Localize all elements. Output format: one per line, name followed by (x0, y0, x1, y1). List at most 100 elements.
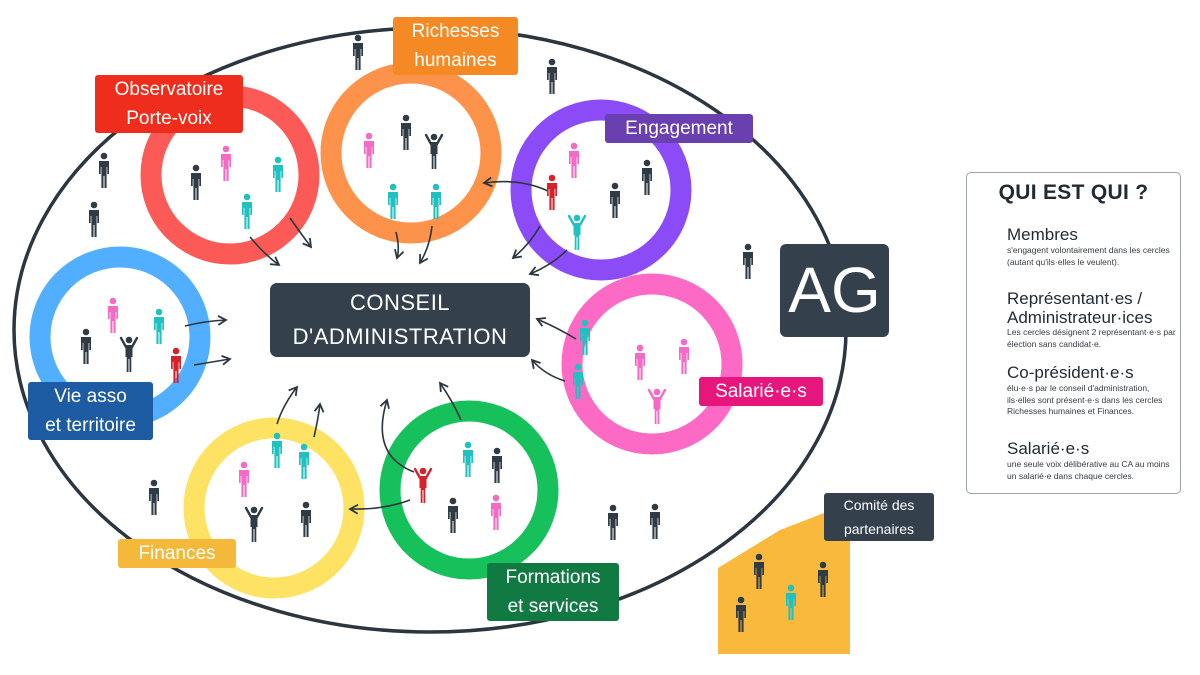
person-representant-icon (388, 183, 398, 219)
person-representant-icon (273, 156, 283, 192)
person-membre-icon (547, 58, 557, 94)
person-membre-icon (81, 328, 91, 364)
council-line1: CONSEIL (349, 290, 451, 315)
person-representant-icon (567, 214, 587, 250)
person-membre-icon (492, 447, 502, 483)
person-membre-icon (650, 503, 660, 539)
legend-membres-desc: s'engagent volontairement dans les cercl… (1007, 245, 1170, 267)
arrow (528, 249, 568, 277)
ring-engagement (510, 99, 692, 281)
arrow (289, 217, 313, 249)
arrow (379, 398, 415, 473)
person-representant-icon (573, 363, 583, 399)
label-formations: Formations et services (487, 563, 619, 621)
arrow (511, 225, 541, 260)
person-representant-icon (431, 183, 441, 219)
person-membre-icon (353, 34, 363, 70)
person-membre-icon (119, 336, 139, 372)
legend-representants-name-line1: Représentant·es / (1007, 289, 1143, 308)
label-vie-line2: et territoire (45, 415, 136, 436)
label-richesses: Richesses humaines (393, 17, 518, 75)
legend-representants-desc: Les cercles désignent 2 représentant·e·s… (1007, 327, 1176, 349)
label-comite-line2: partenaires (843, 521, 915, 537)
arrow (348, 499, 411, 515)
label-richesses-line2: humaines (414, 50, 497, 71)
label-observatoire: Observatoire Porte-voix (95, 75, 243, 133)
label-formations-line1: Formations (505, 567, 601, 588)
label-salaries: Salarié·e·s (699, 377, 823, 406)
arrow (193, 355, 232, 366)
label-engagement-line1: Engagement (625, 118, 733, 139)
label-observatoire-line1: Observatoire (114, 79, 224, 100)
legend-representants-name-line2: Administrateur·ices (1007, 308, 1153, 327)
legend-salaries-desc: une seule voix délibérative au CA au moi… (1007, 459, 1170, 481)
person-salarie-icon (221, 145, 231, 181)
person-membre-icon (99, 152, 109, 188)
council-line2: D'ADMINISTRATION (292, 324, 508, 349)
arrow (419, 225, 433, 265)
person-salarie-icon (239, 461, 249, 497)
legend-copresidents-name: Co-président·e·s (1007, 363, 1134, 382)
ring-formations (379, 400, 559, 580)
legend-representants-name: Représentant·es / Administrateur·ices (1007, 289, 1153, 327)
person-membre-icon (743, 243, 753, 279)
person-membre-icon (301, 501, 311, 537)
person-salarie-icon (108, 297, 118, 333)
person-salarie-icon (569, 142, 579, 178)
person-copresident-icon (413, 467, 433, 503)
label-observatoire-line2: Porte-voix (126, 108, 212, 129)
label-comite-line1: Comité des (843, 497, 915, 513)
person-membre-icon (448, 497, 458, 533)
person-membre-icon (244, 506, 264, 542)
label-richesses-line1: Richesses (411, 21, 500, 42)
person-membre-icon (736, 596, 746, 632)
person-representant-icon (242, 193, 252, 229)
comite-shape (718, 513, 850, 654)
person-membre-icon (149, 479, 159, 515)
person-salarie-icon (364, 132, 374, 168)
arrow (276, 385, 299, 425)
ag-box: AG (780, 244, 889, 337)
person-membre-icon (642, 159, 652, 195)
legend-copresidents-desc: élu·e·s par le conseil d'administration,… (1007, 383, 1163, 416)
arrow (249, 236, 281, 267)
arrows (184, 176, 577, 515)
person-membre-icon (818, 561, 828, 597)
person-membre-icon (608, 504, 618, 540)
arrow (530, 358, 566, 382)
legend-title: QUI EST QUI ? (998, 181, 1149, 204)
arrow (313, 402, 325, 438)
person-representant-icon (154, 308, 164, 344)
label-finances-line1: Finances (138, 543, 216, 564)
ring-richesses (320, 62, 502, 244)
people-layer (81, 34, 828, 632)
person-representant-icon (463, 441, 473, 477)
person-copresident-icon (171, 347, 181, 383)
person-membre-icon (89, 201, 99, 237)
person-membre-icon (191, 164, 201, 200)
label-salaries-line1: Salarié·e·s (715, 381, 807, 402)
person-membre-icon (754, 553, 764, 589)
person-salarie-icon (635, 344, 645, 380)
label-vie-line1: Vie asso (54, 386, 127, 407)
person-membre-icon (424, 133, 444, 169)
legend-salaries-name: Salarié·e·s (1007, 439, 1090, 458)
arrow (438, 381, 462, 421)
person-representant-icon (580, 319, 590, 355)
person-representant-icon (299, 443, 309, 479)
legend-panel: QUI EST QUI ? Membres s'engagent volonta… (966, 172, 1181, 494)
person-salarie-icon (679, 338, 689, 374)
arrow (482, 176, 549, 192)
person-salarie-icon (491, 494, 501, 530)
person-copresident-icon (547, 174, 557, 210)
arrow (184, 315, 228, 327)
person-salarie-icon (647, 388, 667, 424)
label-comite: Comité des partenaires (824, 493, 934, 541)
person-representant-icon (272, 432, 282, 468)
person-representant-icon (786, 584, 796, 620)
arrow (535, 317, 577, 340)
label-engagement: Engagement (605, 114, 753, 143)
council-box: CONSEIL D'ADMINISTRATION (270, 283, 530, 357)
label-finances: Finances (118, 539, 236, 568)
person-membre-icon (610, 182, 620, 218)
